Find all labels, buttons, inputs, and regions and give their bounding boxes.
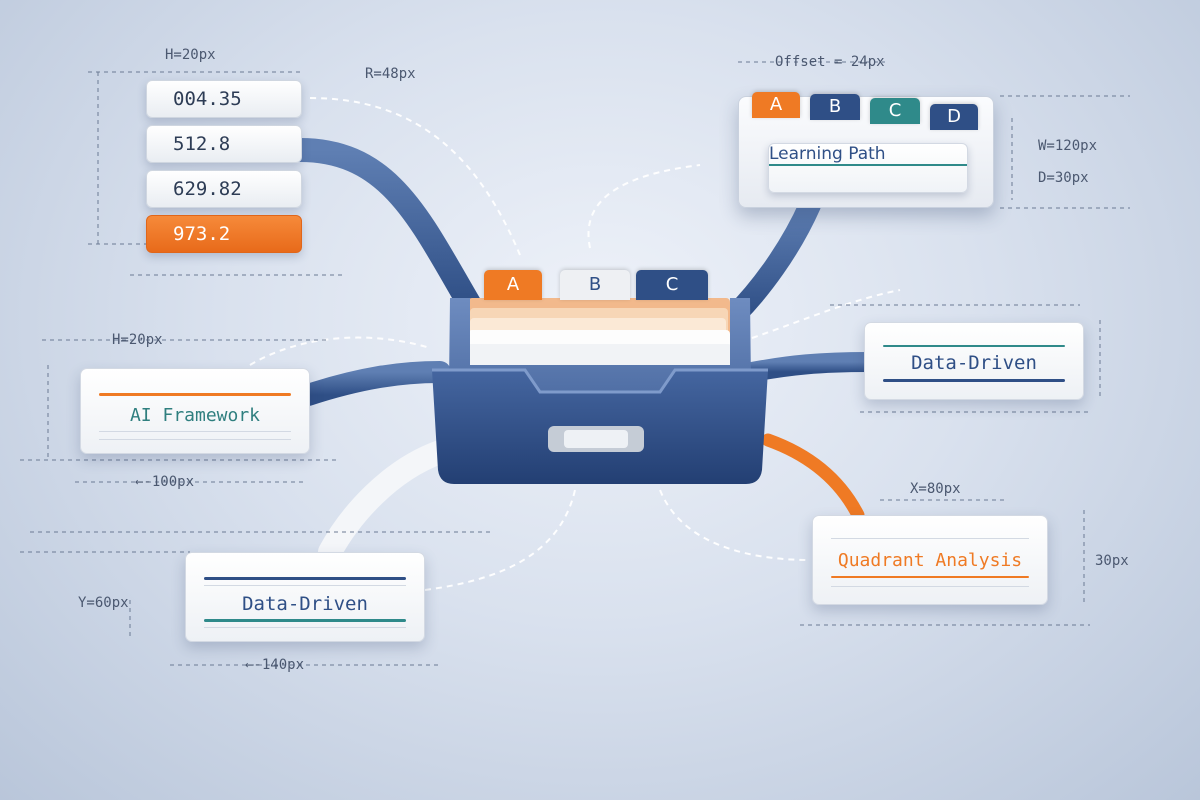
learning-path-title: Learning Path bbox=[769, 144, 886, 164]
data-driven-bottom-width-label: ←-140px bbox=[245, 657, 305, 673]
number-item-2: 512.8 bbox=[146, 125, 302, 163]
connector-quadrant bbox=[761, 433, 865, 522]
quadrant-analysis-title: Quadrant Analysis bbox=[837, 550, 1023, 571]
ai-framework-top-bar bbox=[99, 393, 291, 396]
connector-data-driven-bottom bbox=[318, 440, 452, 564]
data-driven-bottom-underline bbox=[204, 619, 406, 622]
cabinet-tab-b: B bbox=[560, 270, 630, 300]
learning-path-offset-label: Offset = 24px bbox=[775, 54, 885, 70]
data-driven-right-bottom-bar bbox=[883, 379, 1065, 382]
learning-path-tab-b: B bbox=[810, 94, 860, 120]
number-item-1: 004.35 bbox=[146, 80, 302, 118]
ai-framework-card: AI Framework bbox=[80, 368, 310, 454]
data-driven-right-top-bar bbox=[883, 345, 1065, 347]
number-stack-radius-label: R=48px bbox=[365, 66, 416, 82]
learning-path-tab-d: D bbox=[930, 104, 978, 130]
number-item-4-highlighted: 973.2 bbox=[146, 215, 302, 253]
quadrant-analysis-card: Quadrant Analysis bbox=[812, 515, 1048, 605]
quadrant-analysis-underline bbox=[831, 576, 1029, 578]
cabinet-drawer bbox=[432, 298, 768, 484]
connector-number-stack bbox=[288, 138, 482, 317]
number-item-3: 629.82 bbox=[146, 170, 302, 208]
quadrant-x-label: X=80px bbox=[910, 481, 961, 497]
learning-path-tab-c: C bbox=[870, 98, 920, 124]
data-driven-bottom-top-bar bbox=[204, 577, 406, 580]
data-driven-bottom-title: Data-Driven bbox=[242, 593, 368, 615]
data-driven-right-card: Data-Driven bbox=[864, 322, 1084, 400]
cabinet-tab-a: A bbox=[484, 270, 542, 300]
learning-path-depth-label: D=30px bbox=[1038, 170, 1089, 186]
data-driven-bottom-y-label: Y=60px bbox=[78, 595, 129, 611]
connector-ai-framework bbox=[297, 361, 451, 406]
data-driven-right-title: Data-Driven bbox=[911, 352, 1037, 374]
quadrant-height-label: 30px bbox=[1095, 553, 1129, 569]
connector-data-driven-right bbox=[742, 352, 878, 382]
learning-path-underline bbox=[769, 164, 967, 166]
ai-framework-title: AI Framework bbox=[129, 405, 261, 426]
learning-path-width-label: W=120px bbox=[1038, 138, 1098, 154]
number-stack-height-label: H=20px bbox=[165, 47, 216, 63]
cabinet-tab-c: C bbox=[636, 270, 708, 300]
learning-path-card: Learning Path bbox=[768, 143, 968, 193]
ai-framework-width-label: ←-100px bbox=[135, 474, 195, 490]
data-driven-bottom-card: Data-Driven bbox=[185, 552, 425, 642]
learning-path-tab-a: A bbox=[752, 92, 800, 118]
ai-framework-height-label: H=20px bbox=[112, 332, 163, 348]
